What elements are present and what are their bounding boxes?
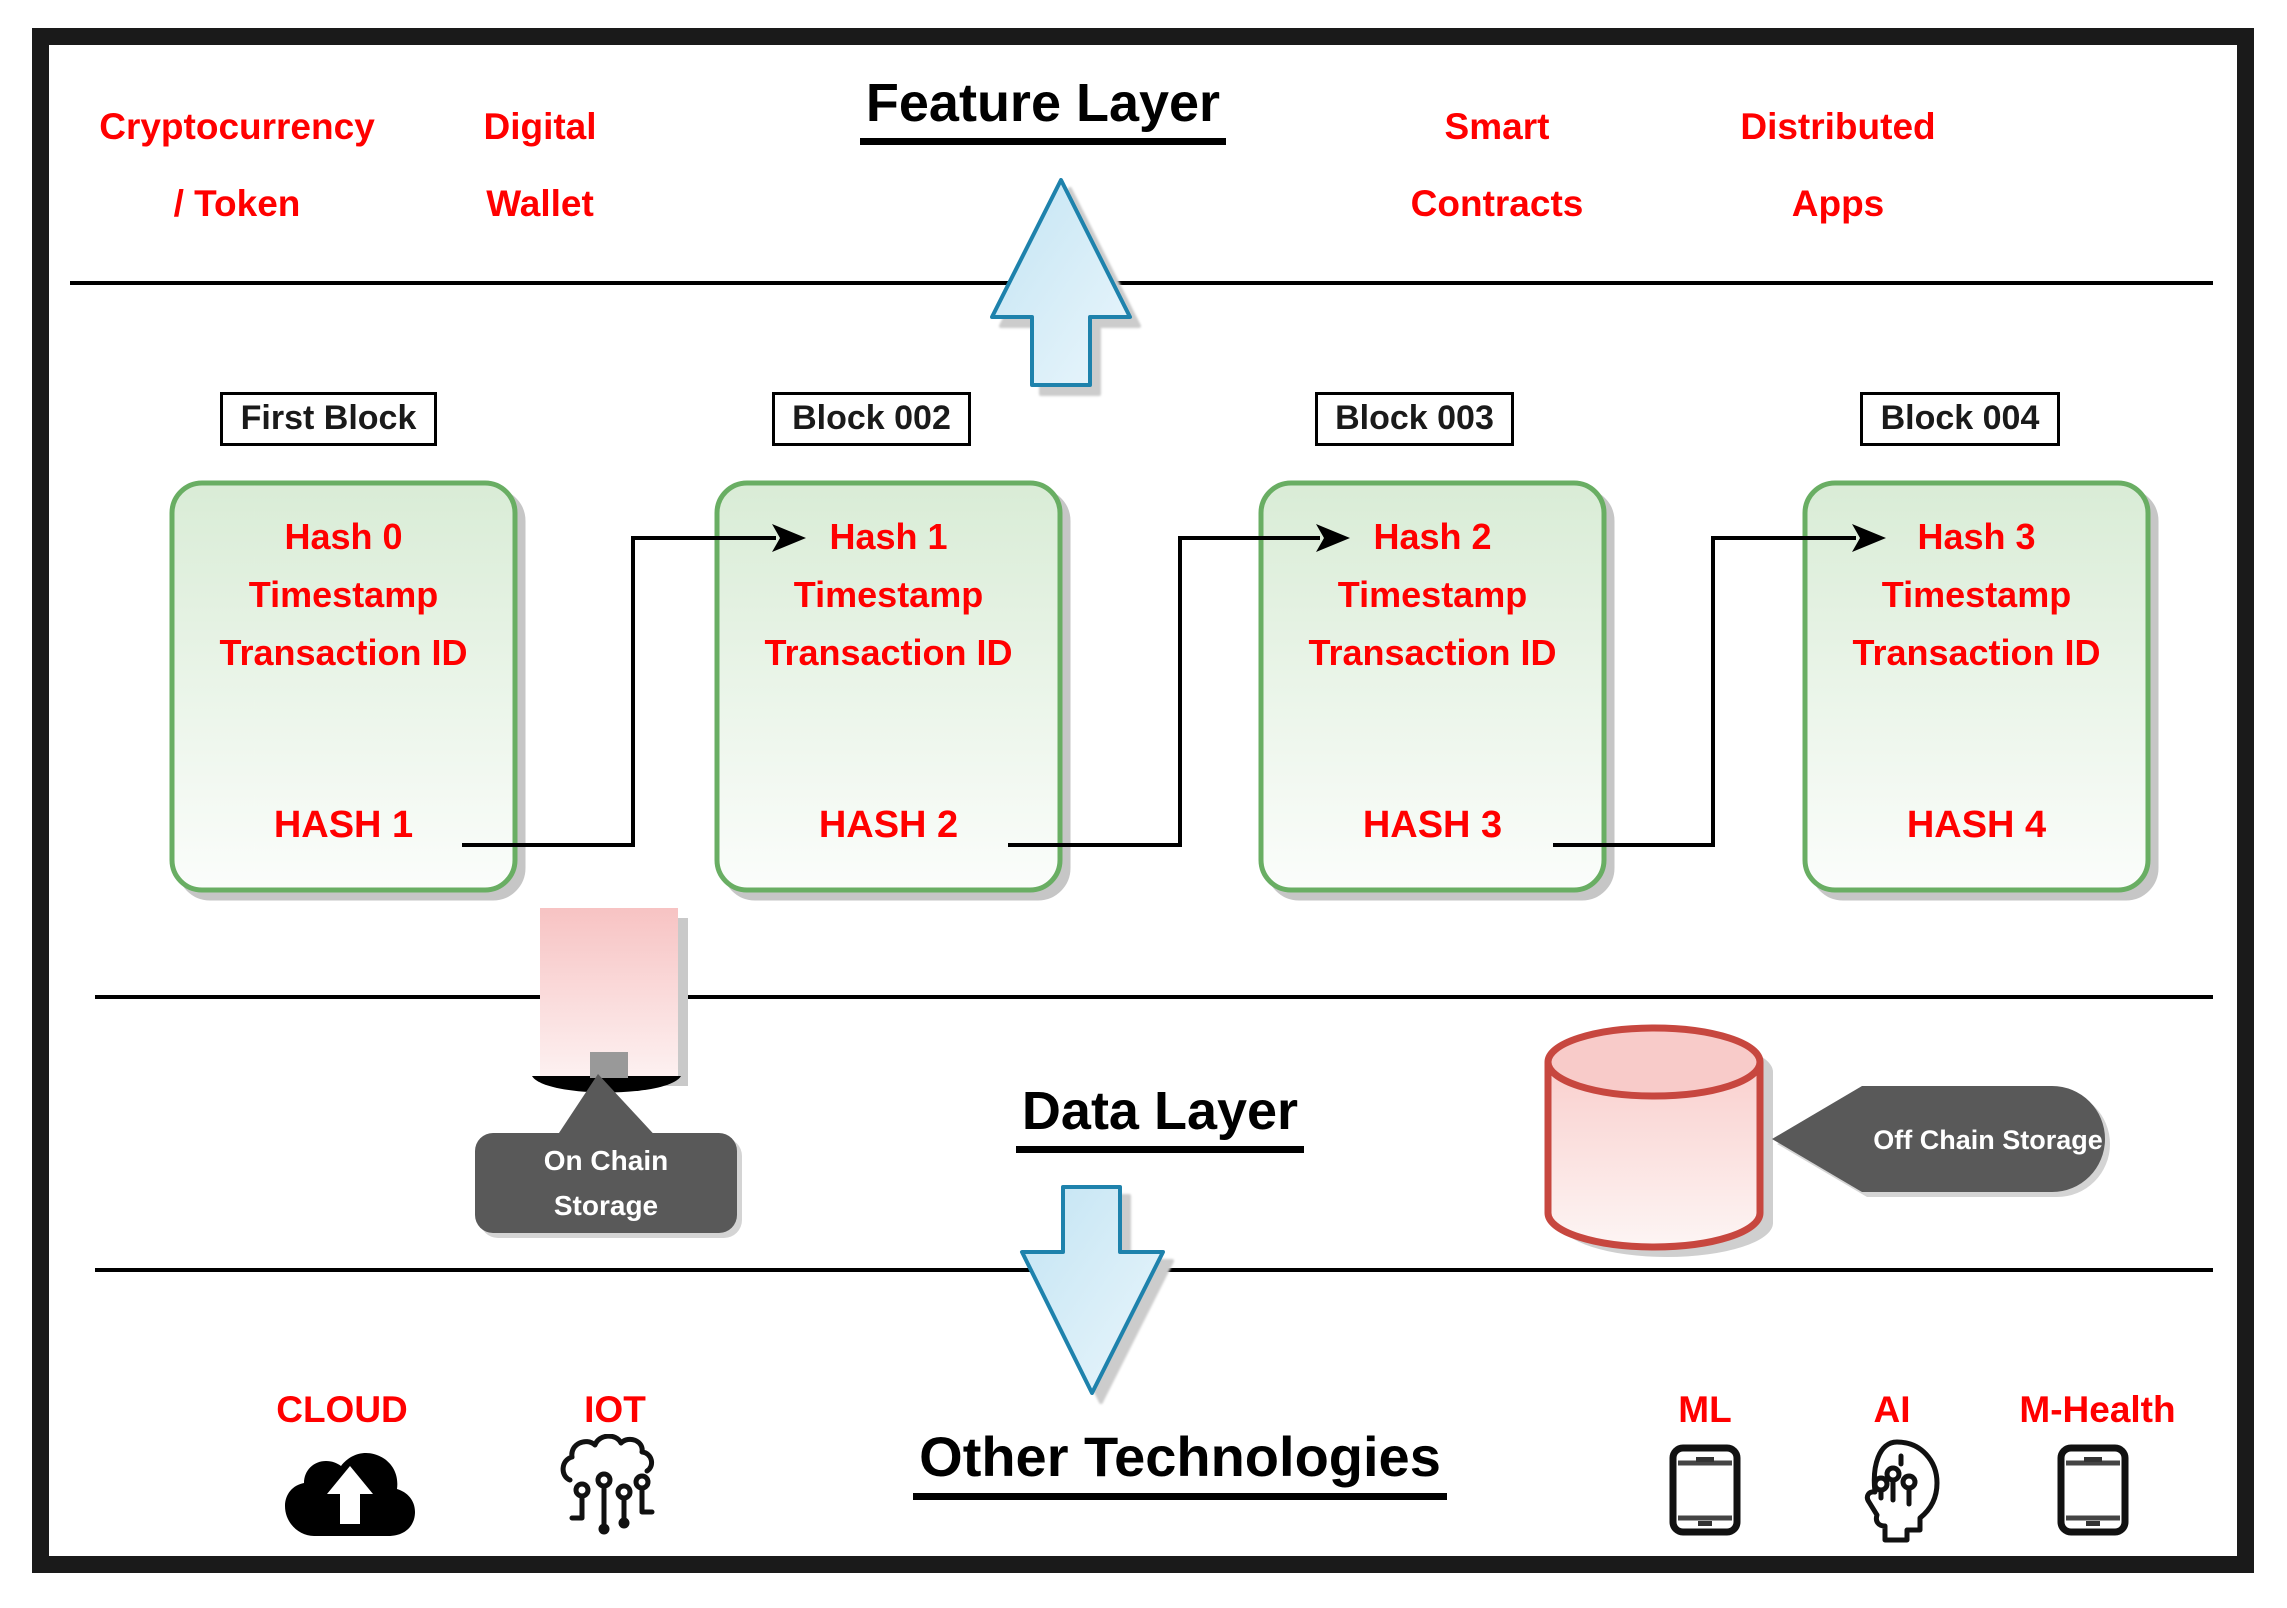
timestamp-field: Timestamp	[1337, 574, 1528, 615]
on-chain-callout-tip-notch	[590, 1052, 628, 1078]
feature-label-line1: Distributed	[1740, 106, 1936, 147]
block-title-block-002: Block 002	[772, 392, 971, 446]
other-technologies-title: Other Technologies	[880, 1424, 1480, 1500]
connector-block3-block4	[1553, 536, 1856, 847]
ai-head-circuit-icon	[1845, 1436, 1945, 1546]
arrowhead-into-block4	[1852, 524, 1886, 552]
block-shape-3	[1258, 480, 1607, 893]
on-chain-document-shape	[540, 908, 678, 1078]
layer-flow-arrows	[990, 178, 1165, 1395]
tech-label-iot: IOT	[584, 1389, 646, 1430]
transaction-id-field: Transaction ID	[1308, 632, 1557, 673]
smartphone-icon	[1668, 1444, 1742, 1536]
diagram-outer-frame	[32, 28, 2254, 1573]
on-chain-callout-pointer	[553, 1074, 661, 1142]
on-chain-callout-body	[475, 1133, 737, 1233]
block-title-block-004: Block 004	[1860, 392, 2060, 446]
prev-hash-field: Hash 3	[1917, 516, 2036, 557]
down-arrow-to-other-technologies	[1020, 1185, 1165, 1395]
feature-label-line2: Apps	[1791, 183, 1885, 224]
feature-layer-title: Feature Layer	[793, 72, 1293, 145]
database-cylinder-top	[1544, 1024, 1764, 1100]
iot-circuit-cloud-icon	[552, 1434, 666, 1540]
data-layer-title: Data Layer	[910, 1080, 1410, 1153]
prev-hash-field: Hash 0	[284, 516, 403, 557]
blockchain-blocks	[169, 480, 2151, 893]
transaction-id-field: Transaction ID	[1852, 632, 2101, 673]
block-title-block-003: Block 003	[1315, 392, 1514, 446]
tech-label-ai: AI	[1873, 1389, 1911, 1430]
block-shape-4	[1802, 480, 2151, 893]
arrowhead-into-block3	[1316, 524, 1350, 552]
tech-label-mhealth: M-Health	[2019, 1389, 2176, 1430]
block-hash-field: HASH 4	[1906, 804, 2047, 846]
up-arrow-to-feature-layer	[990, 178, 1132, 387]
transaction-id-field: Transaction ID	[764, 632, 1013, 673]
timestamp-field: Timestamp	[793, 574, 984, 615]
block-shape-1	[169, 480, 518, 893]
block-title-first-block: First Block	[220, 392, 437, 446]
cloud-upload-icon	[278, 1438, 422, 1542]
hash-chain-connectors	[462, 536, 1856, 847]
timestamp-field: Timestamp	[248, 574, 439, 615]
feature-label-line1: Digital	[483, 106, 597, 147]
prev-hash-field: Hash 1	[829, 516, 948, 557]
prev-hash-field: Hash 2	[1373, 516, 1492, 557]
tech-label-cloud: CLOUD	[276, 1389, 408, 1430]
tech-label-ml: ML	[1678, 1389, 1732, 1430]
smartphone-icon	[2056, 1444, 2130, 1536]
on-chain-storage-group	[475, 908, 737, 1233]
feature-label-cryptocurrency-token: Cryptocurrency / Token	[57, 88, 417, 242]
timestamp-field: Timestamp	[1881, 574, 2072, 615]
feature-label-line2: Contracts	[1410, 183, 1584, 224]
block-hash-field: HASH 3	[1362, 804, 1503, 846]
transaction-id-field: Transaction ID	[219, 632, 468, 673]
database-cylinder-body	[1544, 1062, 1764, 1251]
off-chain-callout-body	[1772, 1086, 2105, 1192]
off-chain-storage-group	[1544, 1024, 2105, 1257]
feature-label-line2: Wallet	[486, 183, 594, 224]
block-hash-field: HASH 2	[818, 804, 959, 846]
feature-label-line1: Smart	[1444, 106, 1550, 147]
connector-arrowheads	[772, 524, 1886, 552]
feature-label-line2: / Token	[173, 183, 301, 224]
connector-block2-block3	[1008, 536, 1320, 847]
arrowhead-into-block2	[772, 524, 806, 552]
off-chain-storage-label: Off Chain Storage	[1873, 1125, 2103, 1155]
connector-block1-block2	[462, 536, 776, 847]
feature-label-line1: Cryptocurrency	[99, 106, 375, 147]
block-hash-field: HASH 1	[273, 804, 414, 846]
block-shape-2	[714, 480, 1063, 893]
